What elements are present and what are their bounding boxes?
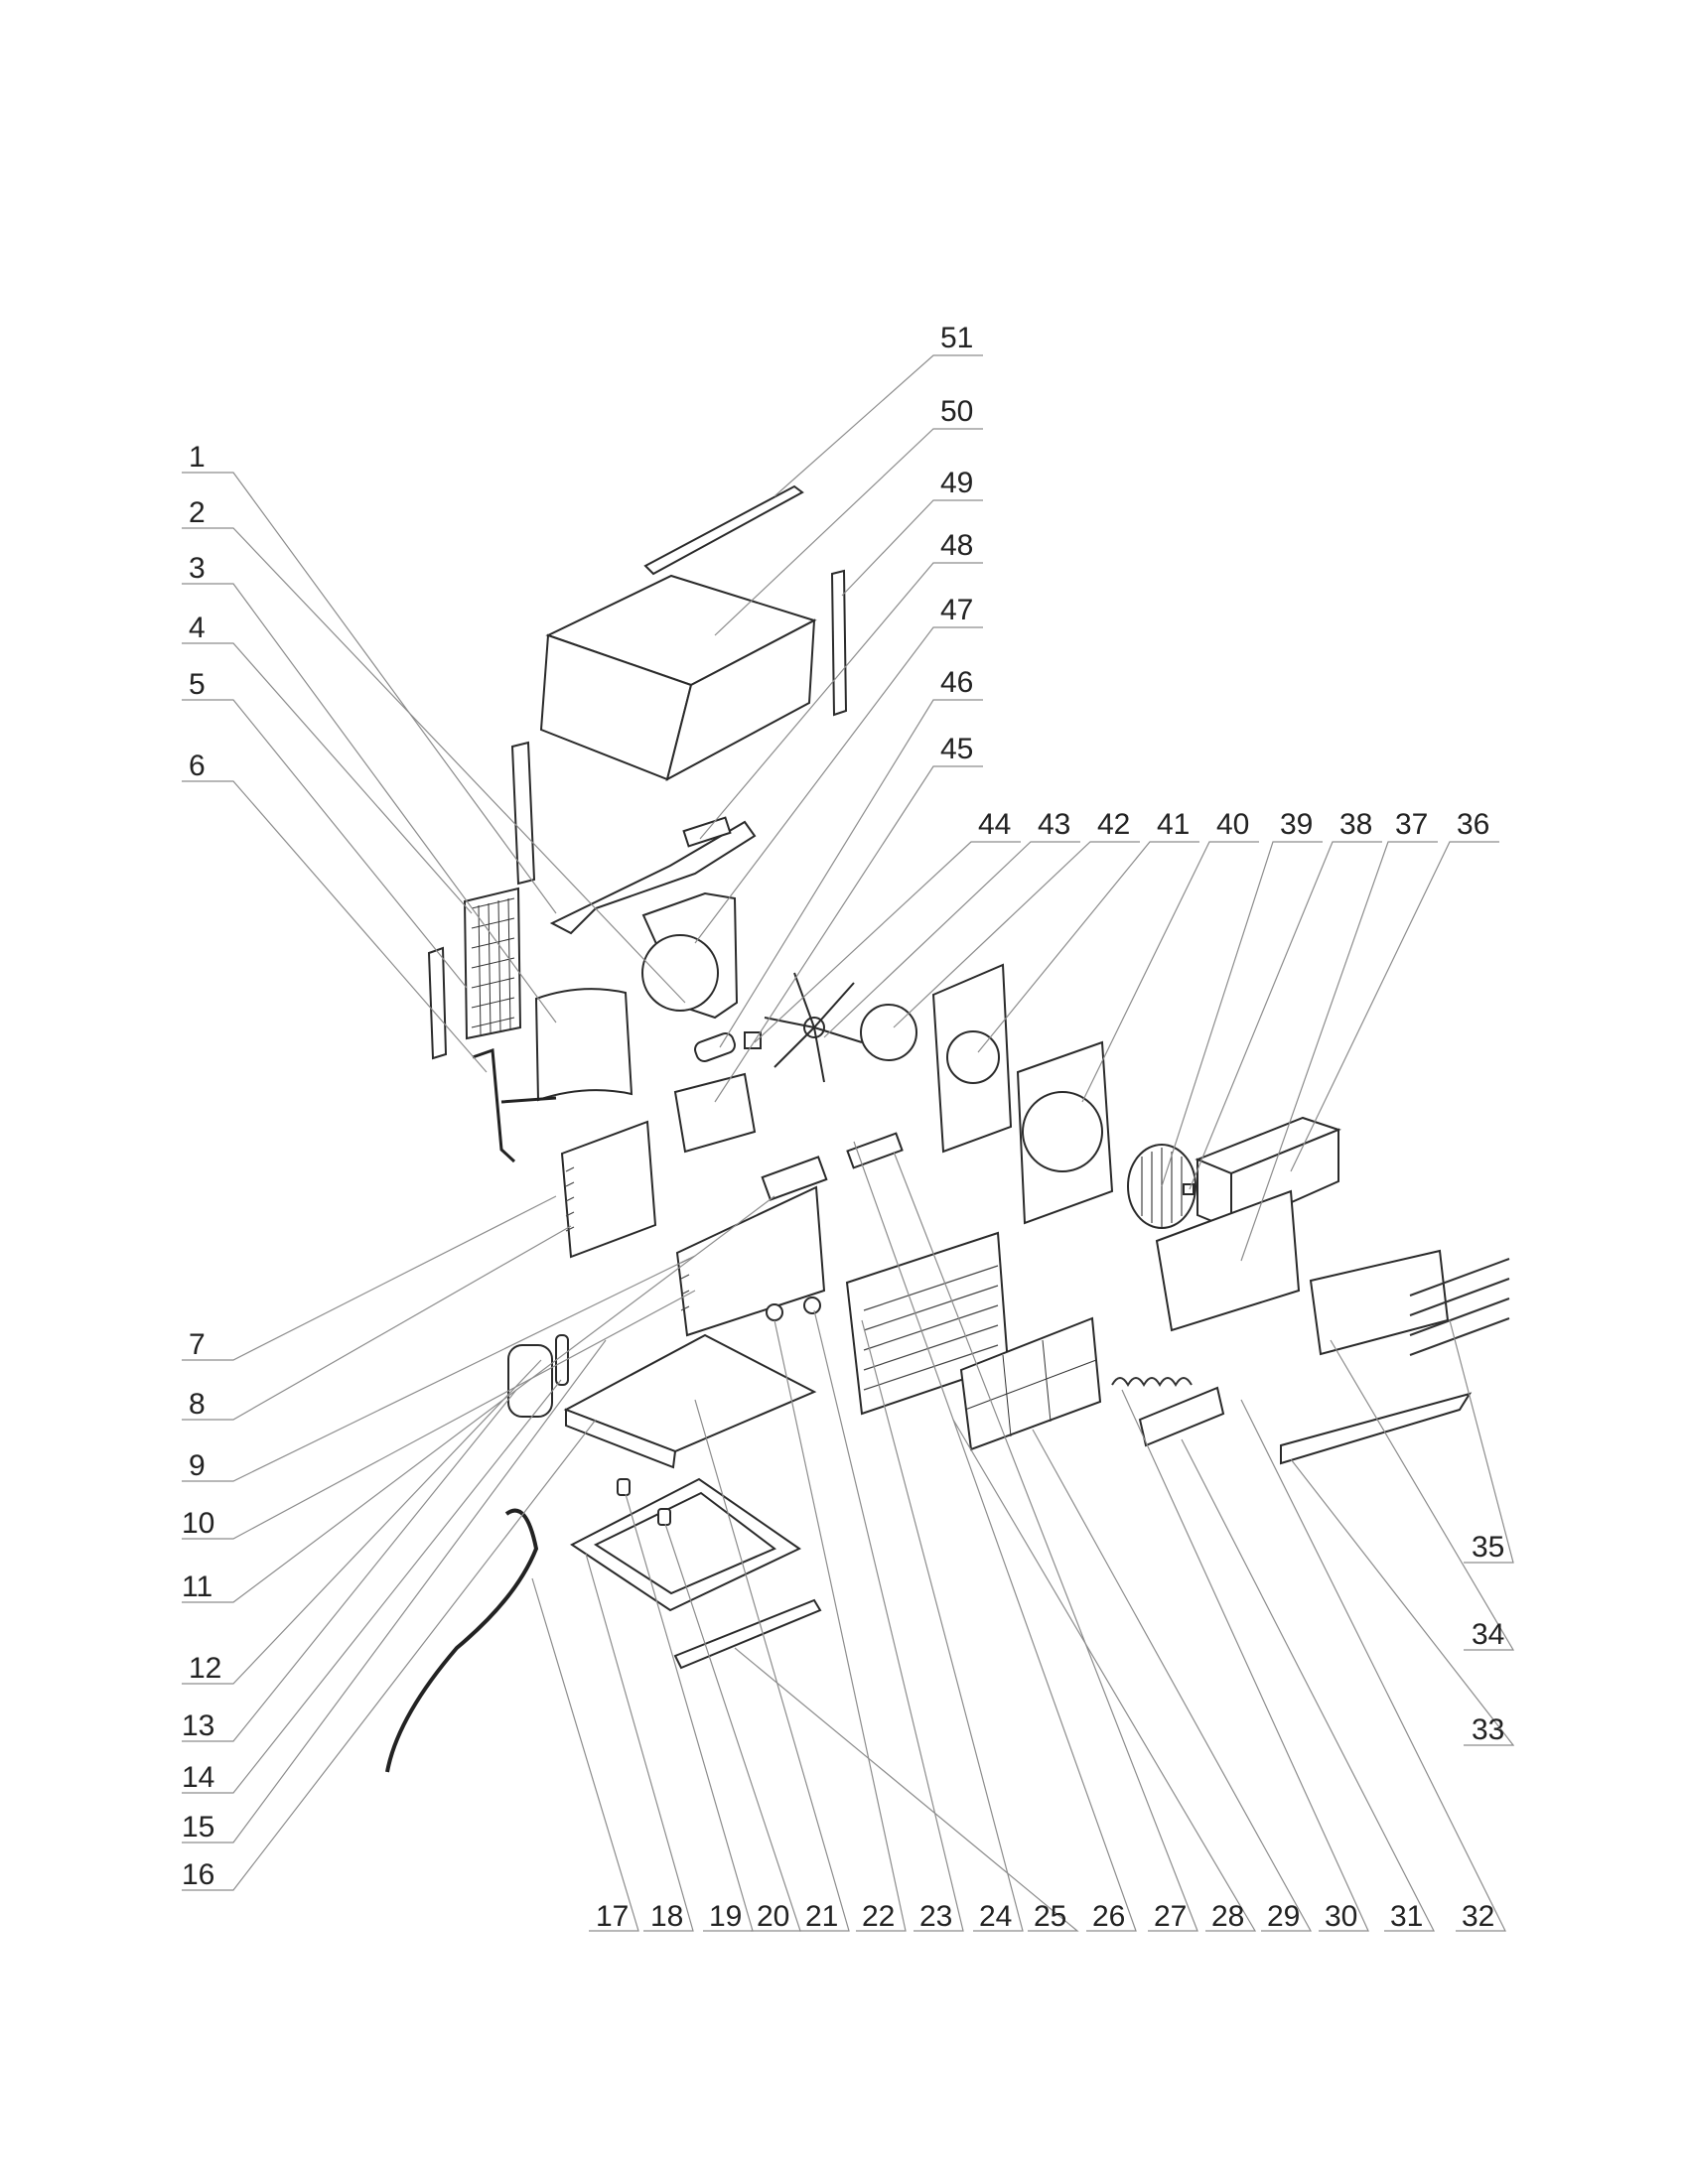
- label-34: 34: [1472, 1618, 1504, 1651]
- label-43: 43: [1038, 808, 1070, 841]
- label-38: 38: [1339, 808, 1372, 841]
- label-8: 8: [189, 1388, 206, 1421]
- label-12: 12: [189, 1652, 221, 1685]
- part-louver: [1138, 1386, 1225, 1447]
- part-clip: [1183, 1183, 1195, 1195]
- part-air-filter: [959, 1316, 1102, 1451]
- label-33: 33: [1472, 1713, 1504, 1746]
- label-27: 27: [1154, 1900, 1187, 1933]
- parts-illustration: [385, 484, 1510, 1773]
- label-46: 46: [940, 666, 973, 699]
- label-3: 3: [189, 552, 206, 585]
- part-knob-a: [766, 1303, 783, 1321]
- part-scroll-housing: [1016, 1040, 1114, 1225]
- part-condenser-coil: [560, 1120, 657, 1259]
- part-top-plate: [549, 816, 757, 935]
- label-23: 23: [919, 1900, 952, 1933]
- label-9: 9: [189, 1449, 206, 1482]
- part-bottom-rail: [673, 1598, 822, 1670]
- label-39: 39: [1280, 808, 1313, 841]
- label-25: 25: [1034, 1900, 1066, 1933]
- label-48: 48: [940, 529, 973, 562]
- part-spring-b: [657, 1508, 671, 1526]
- label-31: 31: [1390, 1900, 1423, 1933]
- part-number-labels: 1 2 3 4 5 6 7 8 9 10 11 12 13 14 15 16 1…: [182, 322, 1504, 1933]
- part-base-pan: [563, 1333, 817, 1469]
- label-41: 41: [1157, 808, 1190, 841]
- label-51: 51: [940, 322, 973, 354]
- label-7: 7: [189, 1328, 206, 1361]
- part-compressor: [507, 1334, 569, 1418]
- part-base-frame: [570, 1477, 801, 1612]
- label-50: 50: [940, 395, 973, 428]
- label-18: 18: [650, 1900, 683, 1933]
- part-power-cord: [385, 1508, 539, 1773]
- leader-lines: [182, 354, 1515, 1932]
- label-4: 4: [189, 612, 206, 644]
- part-side-bracket-left: [510, 741, 536, 886]
- label-35: 35: [1472, 1531, 1504, 1564]
- label-29: 29: [1267, 1900, 1300, 1933]
- label-26: 26: [1092, 1900, 1125, 1933]
- part-side-bracket-right: [830, 569, 848, 717]
- part-bottom-plate: [1280, 1392, 1473, 1465]
- part-knob-b: [803, 1297, 821, 1314]
- label-6: 6: [189, 750, 206, 782]
- part-duct-base: [1155, 1189, 1301, 1332]
- label-47: 47: [940, 594, 973, 626]
- part-heater-element: [1111, 1377, 1193, 1388]
- label-28: 28: [1211, 1900, 1244, 1933]
- part-relay: [744, 1031, 762, 1049]
- label-1: 1: [189, 441, 206, 474]
- part-side-frame: [1309, 1249, 1450, 1356]
- part-fan-blade: [764, 972, 863, 1083]
- label-16: 16: [182, 1858, 214, 1891]
- part-control-panel: [761, 1156, 828, 1201]
- label-20: 20: [757, 1900, 789, 1933]
- label-5: 5: [189, 668, 206, 701]
- label-11: 11: [182, 1570, 212, 1603]
- label-10: 10: [182, 1507, 214, 1540]
- part-control-box: [673, 1072, 757, 1154]
- label-32: 32: [1462, 1900, 1494, 1933]
- part-side-panel: [427, 946, 448, 1060]
- part-evaporator-coil: [675, 1185, 826, 1337]
- part-coil-cover: [534, 988, 633, 1102]
- part-shroud: [641, 891, 739, 1020]
- part-hook: [472, 1047, 557, 1163]
- part-heater-assembly: [1409, 1258, 1510, 1356]
- label-24: 24: [979, 1900, 1012, 1933]
- part-top-rail: [643, 484, 804, 576]
- label-36: 36: [1457, 808, 1489, 841]
- label-13: 13: [182, 1709, 214, 1742]
- part-capacitor: [694, 1032, 736, 1062]
- label-37: 37: [1395, 808, 1428, 841]
- label-45: 45: [940, 733, 973, 765]
- label-21: 21: [805, 1900, 838, 1933]
- label-42: 42: [1097, 808, 1130, 841]
- label-30: 30: [1325, 1900, 1357, 1933]
- part-cabinet: [539, 574, 817, 781]
- label-14: 14: [182, 1761, 214, 1794]
- label-15: 15: [182, 1811, 214, 1843]
- part-spring-a: [617, 1478, 631, 1496]
- part-thermostat: [846, 1132, 904, 1169]
- part-partition-panel: [931, 963, 1013, 1154]
- label-44: 44: [978, 808, 1011, 841]
- label-49: 49: [940, 467, 973, 499]
- label-17: 17: [596, 1900, 629, 1933]
- label-2: 2: [189, 496, 206, 529]
- part-condenser-grille: [463, 887, 522, 1040]
- label-19: 19: [709, 1900, 742, 1933]
- label-22: 22: [862, 1900, 895, 1933]
- label-40: 40: [1216, 808, 1249, 841]
